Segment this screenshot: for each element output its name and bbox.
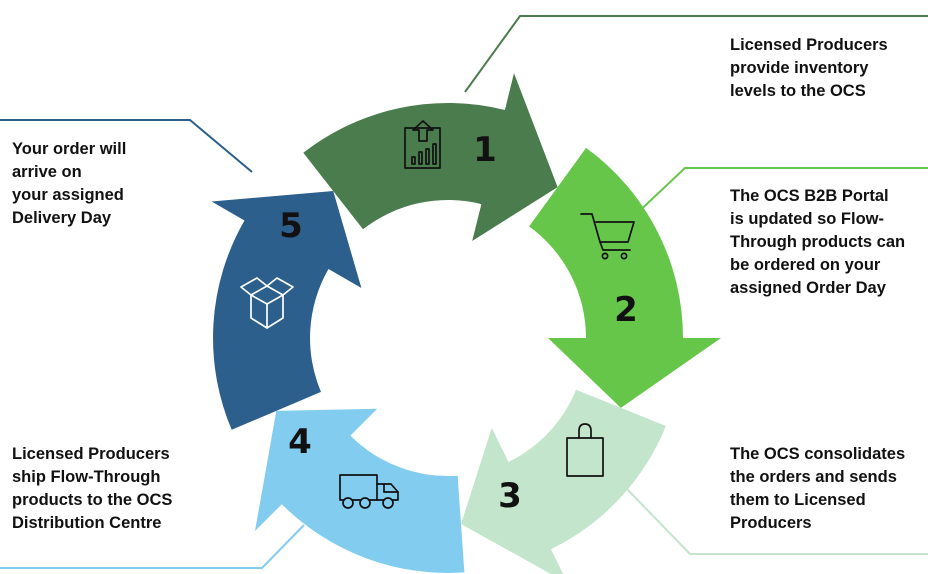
step-1-caption-line: Licensed Producers <box>730 36 888 54</box>
cycle-arrows <box>211 73 721 574</box>
step-3-caption-line: Producers <box>730 514 812 532</box>
step-4-caption: Licensed Producers ship Flow-Through produ… <box>12 443 172 535</box>
step-3-number: 3 <box>498 476 522 516</box>
step-icons <box>240 120 635 509</box>
step5-leader-line <box>0 119 253 173</box>
step-5-caption-line: arrive on <box>12 163 82 181</box>
step-1-caption: Licensed Producers provide inventory level… <box>730 34 888 103</box>
step-1-arrow <box>303 73 558 241</box>
step-2-arrow <box>529 147 721 408</box>
shopping-bag-icon <box>566 423 604 477</box>
step-1-caption-line: levels to the OCS <box>730 82 866 100</box>
step-1-caption-line: provide inventory <box>730 59 869 77</box>
step-4-caption-line: Licensed Producers <box>12 445 170 463</box>
step-3-caption-line: The OCS consolidates <box>730 445 906 463</box>
delivery-truck-icon <box>339 474 399 509</box>
shopping-cart-icon <box>580 213 635 260</box>
step-5-number: 5 <box>279 206 303 246</box>
step-2-caption-line: is updated so Flow- <box>730 210 885 228</box>
step-1-number: 1 <box>473 130 497 170</box>
leader-lines <box>0 15 928 569</box>
step-3-arrow <box>461 389 666 574</box>
step4-leader-line <box>0 524 305 569</box>
step-2-caption-line: Through products can <box>730 233 906 251</box>
step-5-arrow <box>211 191 362 430</box>
step-numbers: 1 2 3 4 5 <box>279 130 638 516</box>
step-5-caption-line: Your order will <box>12 140 127 158</box>
step-2-caption: The OCS B2B Portal is updated so Flow- Thr… <box>730 185 905 300</box>
step-4-caption-line: products to the OCS <box>12 491 173 509</box>
step-5-caption-line: your assigned <box>12 186 124 204</box>
inventory-chart-icon <box>404 120 441 169</box>
step-4-arrow <box>255 408 465 573</box>
step-4-caption-line: Distribution Centre <box>12 514 162 532</box>
open-box-icon <box>240 277 294 329</box>
step-5-caption-line: Delivery Day <box>12 209 112 227</box>
step-4-number: 4 <box>288 422 312 462</box>
step-2-caption-line: be ordered on your <box>730 256 881 274</box>
step-2-number: 2 <box>614 290 638 330</box>
step-3-caption-line: them to Licensed <box>730 491 866 509</box>
step1-leader-line <box>464 15 928 93</box>
step-3-caption: The OCS consolidates the orders and sends… <box>730 443 905 535</box>
step-4-caption-line: ship Flow-Through <box>12 468 161 486</box>
step3-leader-line <box>625 487 928 555</box>
step-3-caption-line: the orders and sends <box>730 468 897 486</box>
step-2-caption-line: The OCS B2B Portal <box>730 187 889 205</box>
step-2-caption-line: assigned Order Day <box>730 279 886 297</box>
step2-leader-line <box>631 167 928 219</box>
